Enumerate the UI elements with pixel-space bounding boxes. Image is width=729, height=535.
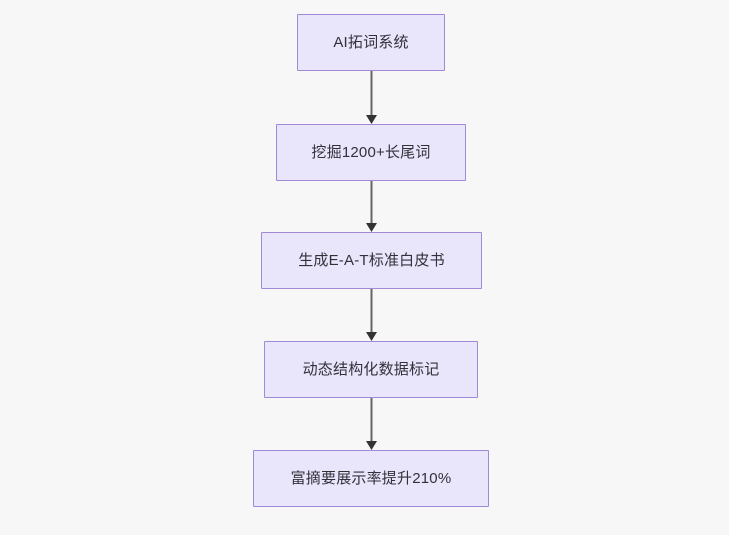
arrowhead-icon xyxy=(365,332,377,341)
flow-edge-n3-to-n4 xyxy=(365,289,377,341)
arrowhead-icon xyxy=(365,115,377,124)
flow-node-n2[interactable]: 挖掘1200+长尾词 xyxy=(276,124,466,181)
flow-node-label: AI拓词系统 xyxy=(333,33,409,51)
arrowhead-icon xyxy=(365,441,377,450)
flow-node-label: 富摘要展示率提升210% xyxy=(290,469,452,487)
flow-edge-n4-to-n5 xyxy=(365,398,377,450)
flow-node-n1[interactable]: AI拓词系统 xyxy=(297,14,445,71)
flow-node-label: 挖掘1200+长尾词 xyxy=(311,143,431,161)
flow-edge-n2-to-n3 xyxy=(365,181,377,232)
flow-node-n4[interactable]: 动态结构化数据标记 xyxy=(264,341,478,398)
flow-edge-n1-to-n2 xyxy=(365,71,377,124)
flow-node-label: 生成E-A-T标准白皮书 xyxy=(298,251,445,269)
flow-node-n3[interactable]: 生成E-A-T标准白皮书 xyxy=(261,232,482,289)
flow-node-n5[interactable]: 富摘要展示率提升210% xyxy=(253,450,489,507)
flow-node-label: 动态结构化数据标记 xyxy=(302,360,440,378)
arrowhead-icon xyxy=(365,223,377,232)
